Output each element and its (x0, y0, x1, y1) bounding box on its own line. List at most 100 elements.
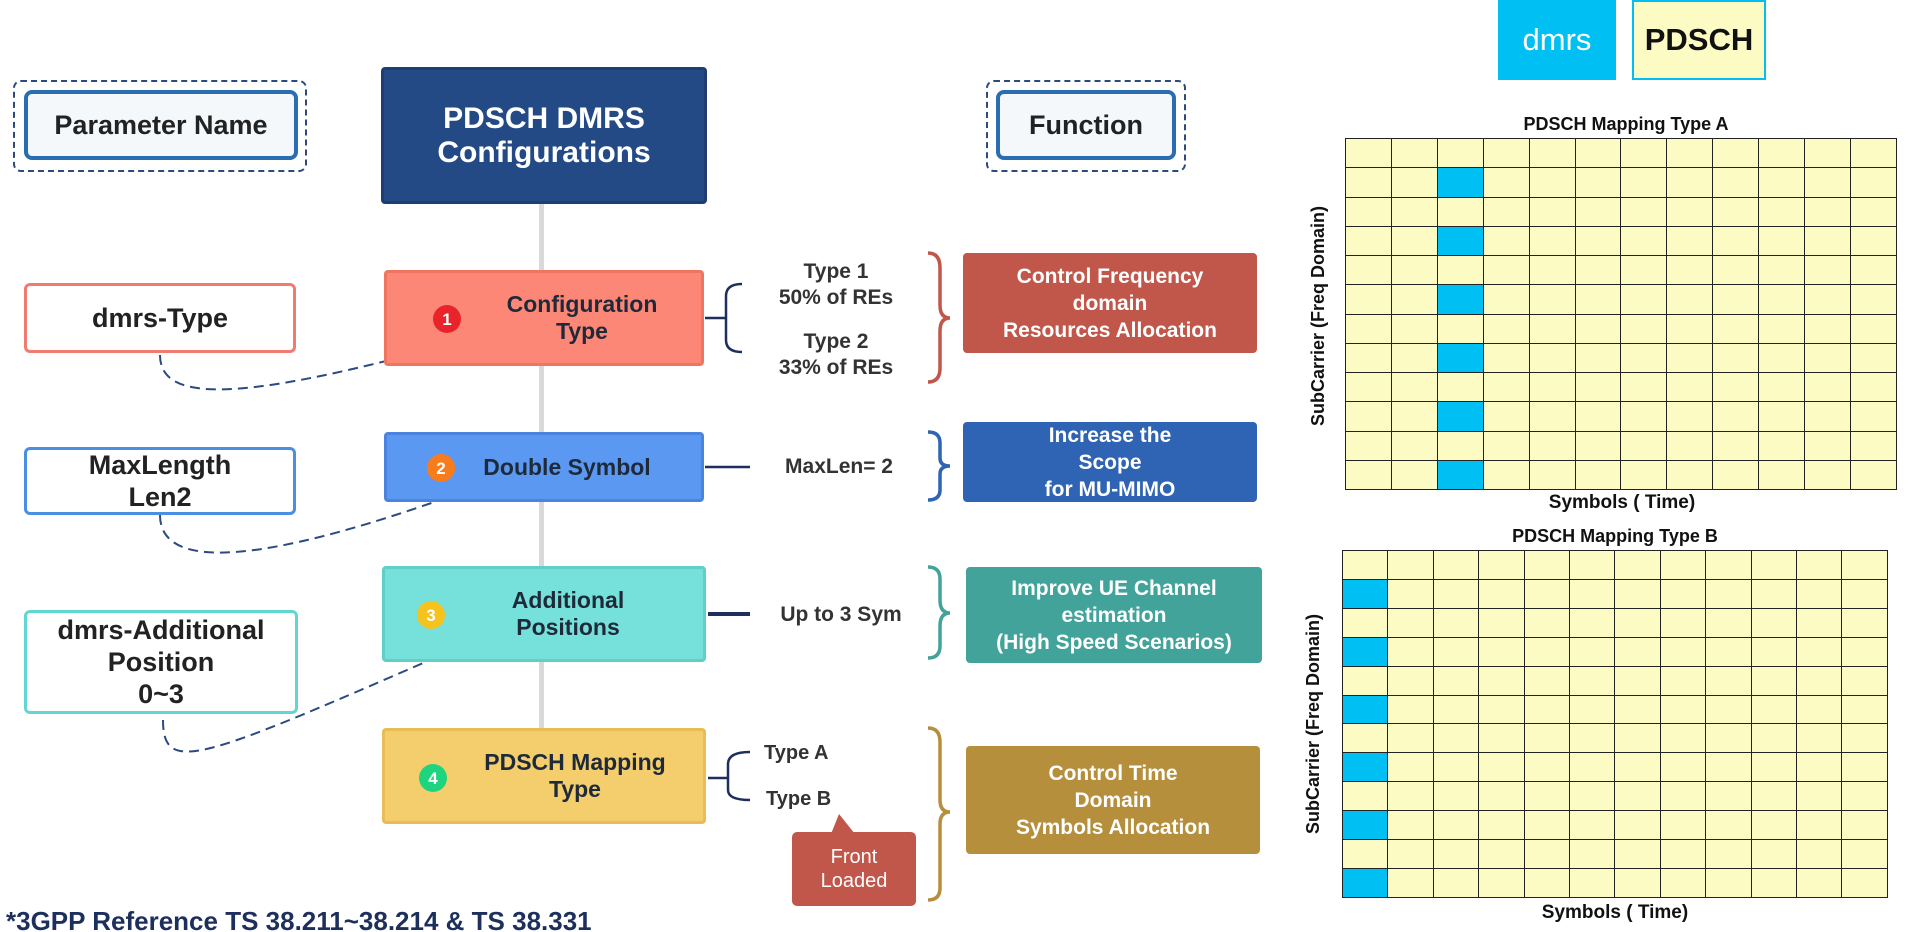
pdsch-cell (1750, 810, 1798, 841)
config-1-label: Configuration Type (506, 291, 658, 344)
pdsch-cell (1750, 578, 1798, 609)
pdsch-cell (1574, 284, 1622, 315)
dmrs-cell (1341, 636, 1389, 667)
pdsch-cell (1620, 342, 1668, 374)
pdsch-cell (1849, 342, 1898, 374)
pdsch-cell (1574, 313, 1622, 344)
pdsch-cell (1569, 839, 1616, 869)
pdsch-cell (1666, 137, 1714, 169)
pdsch-cell (1705, 781, 1752, 812)
param-dmrs-type: dmrs-Type (24, 283, 296, 353)
grid-b-xlabel: Symbols ( Time) (1541, 902, 1689, 923)
pdsch-cell (1569, 636, 1616, 667)
pdsch-cell (1387, 550, 1434, 580)
pdsch-cell (1482, 254, 1530, 286)
pdsch-cell (1712, 371, 1760, 403)
grid-row (1345, 284, 1898, 315)
pdsch-cell (1712, 225, 1760, 257)
grid-row (1341, 550, 1888, 580)
pdsch-cell (1523, 867, 1571, 899)
pdsch-cell (1436, 254, 1484, 286)
pdsch-cell (1432, 839, 1480, 869)
dmrs-cell (1436, 167, 1484, 198)
pdsch-cell (1614, 607, 1661, 638)
pdsch-cell (1345, 342, 1392, 374)
grid-row (1341, 867, 1888, 899)
pdsch-cell (1478, 781, 1525, 812)
pdsch-cell (1574, 371, 1622, 403)
pdsch-cell (1523, 694, 1571, 725)
grid-row (1341, 810, 1888, 841)
pdsch-cell (1341, 550, 1389, 580)
pdsch-cell (1666, 254, 1714, 286)
pdsch-cell (1387, 578, 1434, 609)
pdsch-cell (1345, 225, 1392, 257)
dmrs-cell (1341, 810, 1389, 841)
pdsch-cell (1841, 752, 1888, 783)
pdsch-cell (1390, 137, 1438, 169)
pdsch-cell (1620, 137, 1668, 169)
pdsch-cell (1750, 550, 1798, 580)
pdsch-cell (1387, 810, 1434, 841)
pdsch-cell (1614, 752, 1661, 783)
pdsch-cell (1569, 665, 1616, 696)
pdsch-cell (1796, 867, 1843, 899)
grid-b (1341, 550, 1888, 899)
pdsch-cell (1390, 313, 1438, 344)
pdsch-cell (1705, 636, 1752, 667)
pdsch-cell (1614, 578, 1661, 609)
pdsch-cell (1390, 371, 1438, 403)
pdsch-cell (1796, 781, 1843, 812)
pdsch-cell (1758, 313, 1806, 344)
pdsch-cell (1758, 196, 1806, 227)
option-type-a: Type A (764, 742, 829, 764)
pdsch-cell (1432, 723, 1480, 754)
dmrs-cell (1436, 342, 1484, 374)
pdsch-cell (1387, 752, 1434, 783)
pdsch-cell (1614, 636, 1661, 667)
grid-row (1345, 254, 1898, 286)
grid-row (1341, 607, 1888, 638)
pdsch-cell (1620, 313, 1668, 344)
dmrs-cell (1341, 867, 1389, 899)
pdsch-cell (1758, 254, 1806, 286)
dmrs-cell (1436, 401, 1484, 432)
pdsch-cell (1390, 284, 1438, 315)
option-type-2: Type 2 33% of REs (778, 330, 894, 379)
pdsch-cell (1620, 254, 1668, 286)
pdsch-cell (1345, 196, 1392, 227)
pdsch-cell (1574, 342, 1622, 374)
front-loaded-callout: Front Loaded (792, 832, 916, 906)
option-type-b: Type B (766, 788, 832, 810)
badge-3: 3 (417, 601, 445, 629)
pdsch-cell (1614, 867, 1661, 899)
dmrs-cell (1341, 578, 1389, 609)
pdsch-cell (1528, 254, 1576, 286)
pdsch-cell (1750, 723, 1798, 754)
function-header: Function (996, 90, 1176, 160)
pdsch-cell (1841, 723, 1888, 754)
pdsch-cell (1387, 607, 1434, 638)
pdsch-cell (1659, 723, 1707, 754)
pdsch-cell (1659, 550, 1707, 580)
pdsch-cell (1432, 665, 1480, 696)
pdsch-cell (1659, 607, 1707, 638)
pdsch-cell (1482, 342, 1530, 374)
pdsch-cell (1523, 665, 1571, 696)
pdsch-cell (1390, 196, 1438, 227)
pdsch-cell (1659, 694, 1707, 725)
pdsch-cell (1712, 401, 1760, 432)
pdsch-cell (1796, 839, 1843, 869)
pdsch-cell (1432, 867, 1480, 899)
config-3-label: Additional Positions (511, 587, 625, 640)
pdsch-cell (1482, 196, 1530, 227)
dmrs-cell (1341, 752, 1389, 783)
pdsch-cell (1804, 284, 1851, 315)
pdsch-cell (1841, 810, 1888, 841)
pdsch-cell (1620, 196, 1668, 227)
pdsch-cell (1841, 607, 1888, 638)
pdsch-cell (1574, 459, 1622, 491)
pdsch-cell (1849, 284, 1898, 315)
pdsch-cell (1390, 342, 1438, 374)
pdsch-cell (1528, 430, 1576, 461)
